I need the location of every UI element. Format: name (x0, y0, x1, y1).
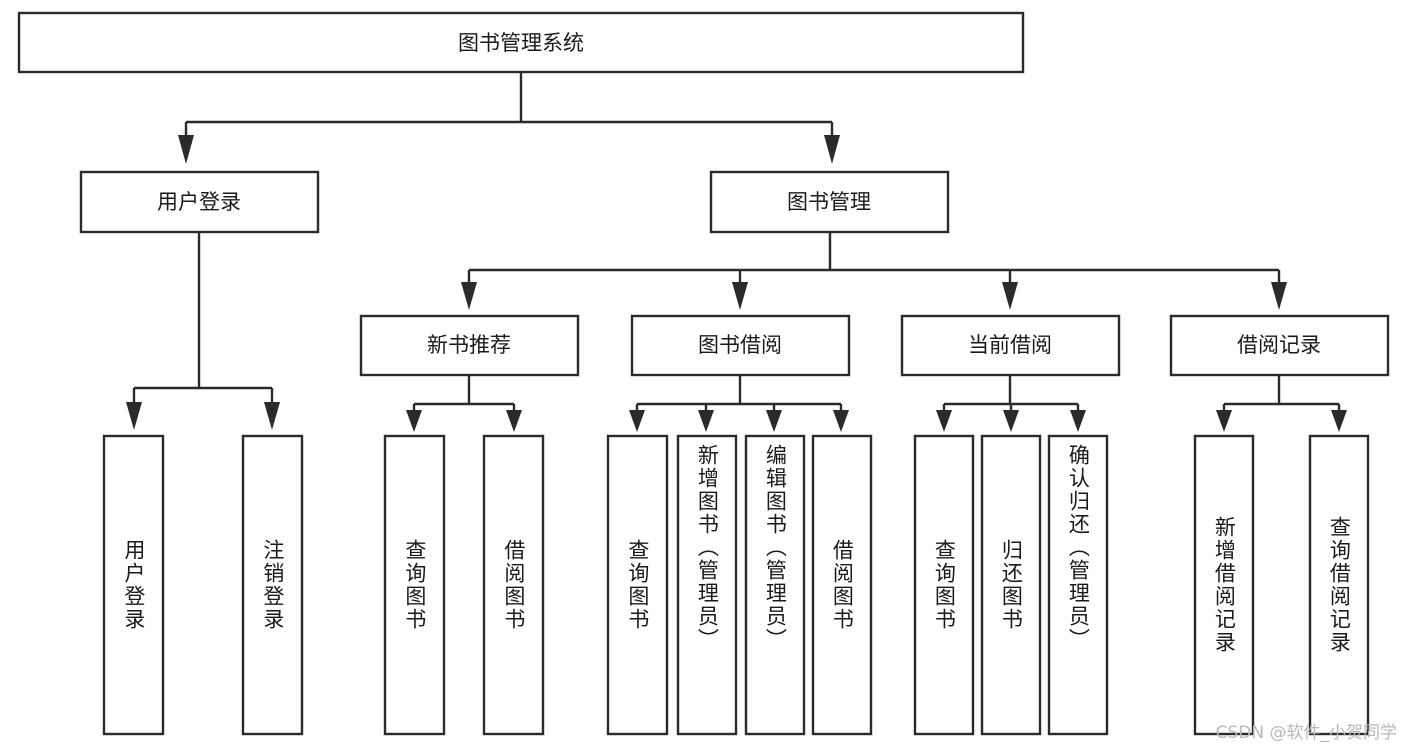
arrow-to-leaf-return-book (1003, 410, 1019, 432)
connector-borrow-records-to-leaves (1216, 375, 1347, 432)
arrow-to-leaf-user-login (126, 402, 142, 430)
node-leaf-user-login-box[interactable] (102, 434, 165, 736)
arrow-to-book-borrow (732, 282, 748, 310)
node-leaf-edit-book-box[interactable] (744, 434, 806, 736)
node-book-management[interactable]: 图书管理 (709, 170, 950, 234)
arrow-to-leaf-borrow-book-2 (833, 410, 849, 432)
node-user-login-box[interactable] (79, 170, 320, 234)
node-user-login[interactable]: 用户登录 (79, 170, 320, 234)
connector-root-to-level1 (178, 72, 840, 164)
arrow-to-book-management (824, 135, 840, 164)
arrow-to-leaf-query-record (1331, 410, 1347, 432)
arrow-to-leaf-add-book (698, 410, 714, 432)
node-leaf-query-book-2-box[interactable] (606, 434, 669, 736)
arrow-to-leaf-query-book-1 (406, 410, 422, 432)
arrow-to-leaf-confirm-return (1070, 410, 1086, 432)
node-borrow-records-box[interactable] (1169, 314, 1390, 377)
connector-book-management-to-level2 (461, 232, 1287, 310)
connector-new-book-recommend-to-leaves (406, 375, 522, 432)
node-book-borrow[interactable]: 图书借阅 (630, 314, 851, 377)
node-book-borrow-box[interactable] (630, 314, 851, 377)
node-leaf-query-record-box[interactable] (1308, 434, 1370, 736)
connector-current-borrow-to-leaves (936, 375, 1086, 432)
arrow-to-leaf-edit-book (766, 410, 782, 432)
node-current-borrow-label: 当前借阅 (968, 333, 1052, 357)
arrow-to-user-login (178, 135, 194, 164)
node-book-management-label: 图书管理 (787, 190, 871, 214)
node-new-book-recommend-label: 新书推荐 (427, 333, 511, 357)
node-current-borrow-box[interactable] (900, 314, 1121, 377)
arrow-to-leaf-borrow-book-1 (506, 410, 522, 432)
arrow-to-leaf-query-book-3 (936, 410, 952, 432)
node-leaf-user-logout-box[interactable] (241, 434, 304, 736)
arrow-to-current-borrow (1002, 282, 1018, 310)
node-current-borrow[interactable]: 当前借阅 (900, 314, 1121, 377)
node-root-box[interactable] (17, 11, 1025, 74)
arrow-to-leaf-user-logout (264, 402, 280, 430)
connector-user-login-to-leaves (126, 232, 280, 430)
node-root-label: 图书管理系统 (458, 31, 584, 55)
node-leaf-query-book-1-box[interactable] (383, 434, 446, 736)
node-borrow-records-label: 借阅记录 (1237, 333, 1321, 357)
arrow-to-leaf-add-record (1216, 410, 1232, 432)
node-borrow-records[interactable]: 借阅记录 (1169, 314, 1390, 377)
connector-book-borrow-to-leaves (629, 375, 849, 432)
node-user-login-label: 用户登录 (157, 190, 241, 214)
node-book-management-box[interactable] (709, 170, 950, 234)
node-book-borrow-label: 图书借阅 (698, 333, 782, 357)
node-leaf-borrow-book-2-box[interactable] (811, 434, 873, 736)
node-root[interactable]: 图书管理系统 (17, 11, 1025, 74)
node-leaf-borrow-book-1-box[interactable] (482, 434, 545, 736)
node-leaf-confirm-return-box[interactable] (1047, 434, 1109, 736)
arrow-to-new-book-recommend (461, 282, 477, 310)
node-leaf-add-book-box[interactable] (676, 434, 738, 736)
node-leaf-return-book-box[interactable] (980, 434, 1042, 736)
node-new-book-recommend[interactable]: 新书推荐 (359, 314, 580, 377)
arrow-to-leaf-query-book-2 (629, 410, 645, 432)
node-leaf-add-record-box[interactable] (1193, 434, 1255, 736)
node-leaf-query-book-3-box[interactable] (913, 434, 975, 736)
arrow-to-borrow-records (1271, 282, 1287, 310)
node-new-book-recommend-box[interactable] (359, 314, 580, 377)
